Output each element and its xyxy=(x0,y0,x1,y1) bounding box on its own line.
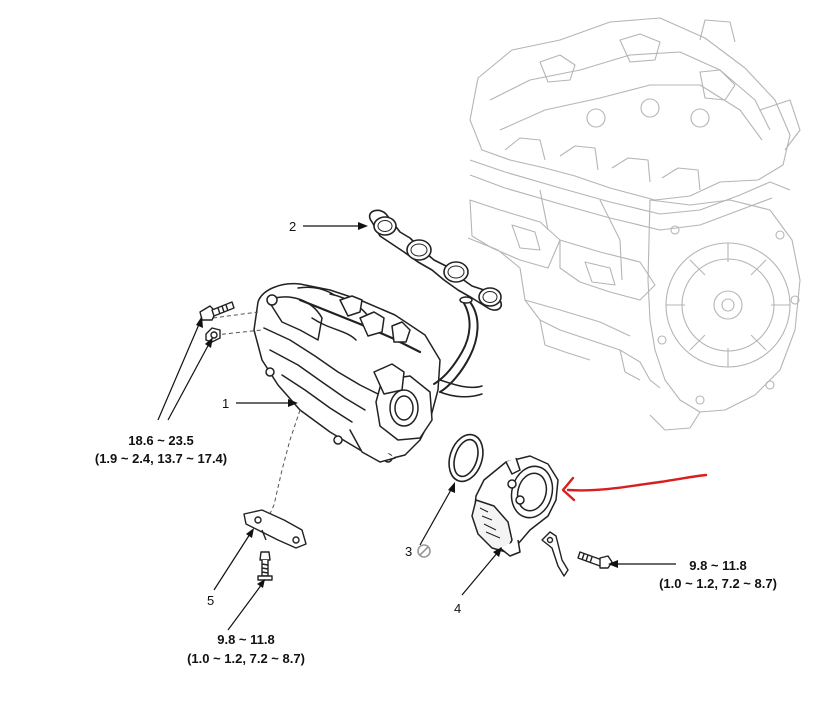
torque-spec-bracket-secondary: (1.0 ~ 1.2, 7.2 ~ 8.7) xyxy=(187,651,305,666)
intake-manifold xyxy=(253,282,483,463)
callout-part-5: 5 xyxy=(207,593,214,608)
torque-spec-throttle-primary: 9.8 ~ 11.8 xyxy=(689,558,746,573)
leader-arrowheads xyxy=(196,222,618,588)
bracket-bolt xyxy=(257,551,273,581)
leader-lines xyxy=(157,225,676,631)
torque-spec-manifold-secondary: (1.9 ~ 2.4, 13.7 ~ 17.4) xyxy=(95,451,227,466)
torque-spec-throttle-secondary: (1.0 ~ 1.2, 7.2 ~ 8.7) xyxy=(659,576,777,591)
manifold-bolt xyxy=(199,301,235,321)
callout-part-3: 3 xyxy=(405,544,412,559)
throttle-body-bracket xyxy=(541,531,569,577)
throttle-body-gasket xyxy=(448,433,484,483)
do-not-reuse-icon xyxy=(417,544,431,558)
red-markup-arrow xyxy=(561,473,708,502)
callout-part-4: 4 xyxy=(454,601,461,616)
callout-part-2: 2 xyxy=(289,219,296,234)
callout-part-1: 1 xyxy=(222,396,229,411)
torque-spec-bracket-primary: 9.8 ~ 11.8 xyxy=(217,632,274,647)
manifold-nut xyxy=(205,327,221,343)
alignment-lines xyxy=(212,311,301,519)
torque-spec-manifold-primary: 18.6 ~ 23.5 xyxy=(128,433,193,448)
engine-block-illustration xyxy=(467,17,801,431)
throttle-body-bolt xyxy=(577,551,613,569)
throttle-body xyxy=(471,455,559,557)
manifold-bracket xyxy=(243,509,307,549)
manifold-gasket xyxy=(368,209,503,311)
